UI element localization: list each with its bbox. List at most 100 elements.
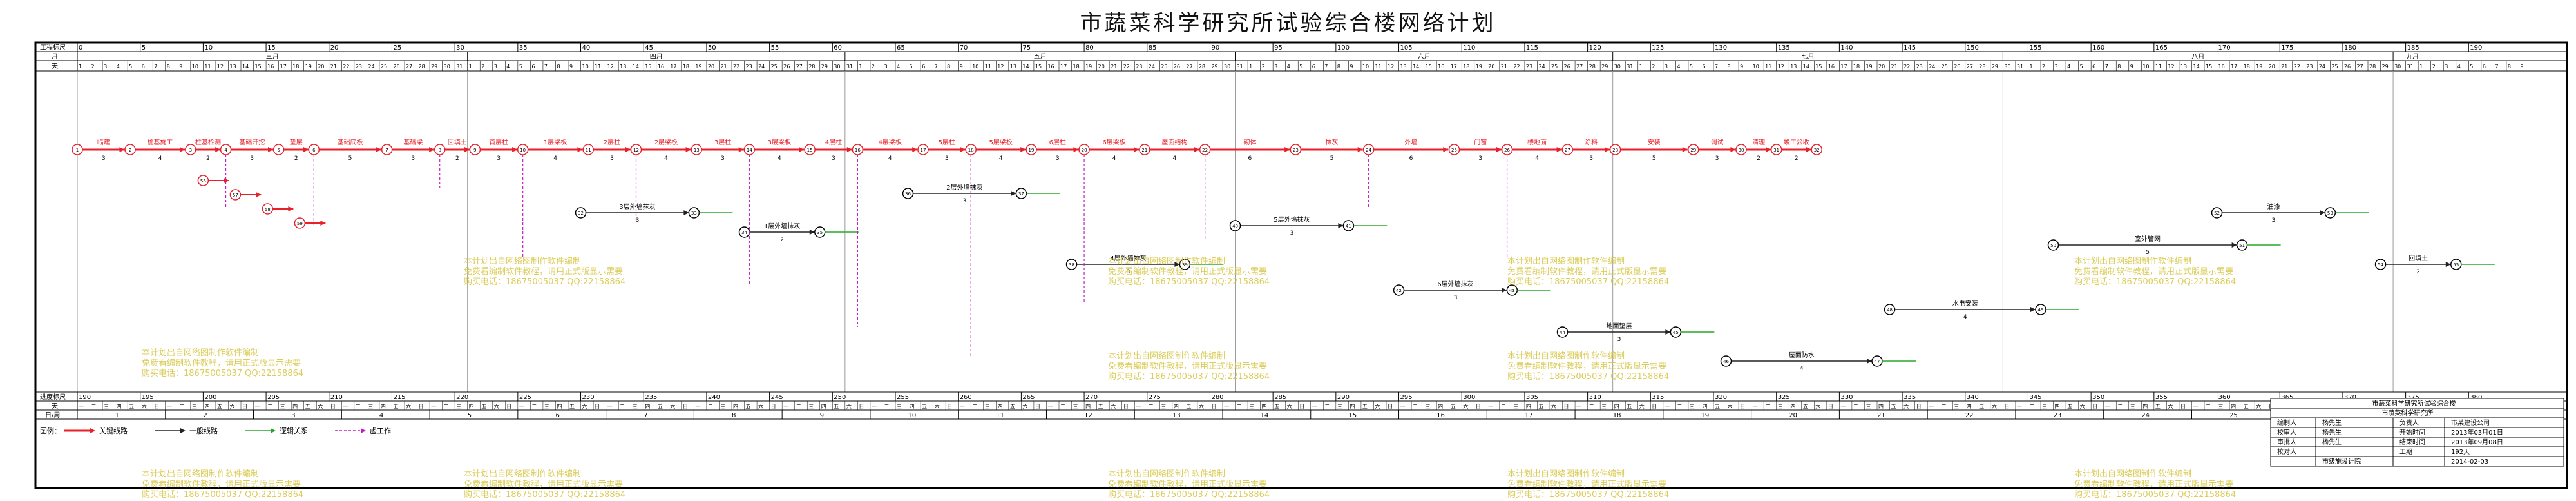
footer-day-label: 四 [292,404,298,409]
footer-day-label: 二 [1149,404,1154,409]
footer-day-label: 四 [1614,404,1619,409]
footer-day-label: 五 [2067,404,2072,409]
footer-day-label: 三 [808,404,814,409]
activity-label: 临建 [97,138,110,146]
day-label: 24 [758,64,765,70]
footer-day-label: 二 [2029,404,2034,409]
day-label: 11 [595,64,601,70]
footer-day-label: 二 [267,404,272,409]
activity-label: 抹灰 [1325,138,1338,146]
info-key: 编制人 [2277,418,2296,427]
footer-day-label: 一 [695,404,700,409]
footer-day-label: 五 [1538,404,1543,409]
activity-duration: 3 [1589,155,1593,162]
day-label: 15 [2206,64,2212,70]
day-label: 12 [1778,64,1784,70]
footer-day-label: 四 [821,404,826,409]
day-label: 29 [1211,64,1217,70]
scale-tick-label: 25 [393,44,401,52]
day-label: 30 [1224,64,1230,70]
footer-day-label: 六 [494,403,499,409]
week-label: 10 [908,412,917,419]
watermark-text: 本计划出自网络图制作软件编制免费看编制软件教程，请用正式版显示需要购买电话：18… [464,257,626,287]
footer-tick-label: 365 [2281,394,2293,401]
week-label: 8 [732,412,736,419]
network-node [1609,144,1621,155]
footer-day-label: 日 [1035,404,1040,409]
day-label: 8 [167,64,170,70]
day-label: 16 [267,64,274,70]
node-number: 32 [1814,148,1820,153]
activity-duration: 2 [455,155,459,162]
day-label: 29 [431,64,437,70]
network-node [1026,144,1037,155]
day-label: 30 [834,64,840,70]
node-number: 7 [385,148,388,153]
footer-day-label: 四 [1790,404,1795,409]
day-label: 9 [2130,64,2133,70]
week-label: 15 [1348,412,1357,419]
activity-duration: 3 [1454,295,1458,301]
footer-day-label: 六 [2080,403,2085,409]
day-label: 9 [179,64,182,70]
footer-day-label: 日 [683,404,688,409]
footer-day-label: 一 [1840,404,1846,409]
day-label: 7 [2495,64,2498,70]
footer-day-label: 日 [154,404,159,409]
week-label: 22 [1965,412,1974,419]
day-label: 14 [1022,64,1029,70]
week-label: 23 [2054,412,2062,419]
footer-day-label: 三 [2218,404,2224,409]
network-node [469,144,481,155]
day-label: 29 [821,64,828,70]
day-label: 12 [217,64,224,70]
activity-label: 外墙 [1404,138,1417,146]
arrow-head [256,192,262,197]
activity-label: 安装 [1648,138,1661,146]
arrow-head [1284,147,1290,152]
week-label: 9 [820,412,824,419]
day-label: 17 [280,64,287,70]
activity-duration: 3 [1127,269,1131,275]
week-label: 4 [379,412,383,419]
footer-day-label: 二 [2117,404,2123,409]
footer-day-label: 六 [142,403,147,409]
activity-label: 基础底板 [337,138,363,146]
footer-day-label: 二 [1589,404,1594,409]
day-label: 24 [368,64,374,70]
activity-duration: 4 [1800,366,1804,372]
footer-day-label: 三 [985,404,990,409]
activity-duration: 4 [1535,155,1539,162]
day-label: 17 [1451,64,1457,70]
footer-day-label: 一 [1312,404,1317,409]
scale-tick-label: 15 [267,44,276,52]
footer-day-label: 五 [2155,404,2161,409]
day-label: 1 [2419,64,2423,70]
info-key: 校审人 [2277,428,2296,437]
day-label: 4 [1287,64,1290,70]
footer-day-label: 一 [1047,404,1053,409]
day-label: 1 [1249,64,1252,70]
activity-duration: 3 [832,155,835,162]
activity-duration: 3 [610,155,614,162]
node-number: 9 [473,148,476,153]
footer-tick-label: 275 [1149,394,1161,401]
day-label: 18 [1463,64,1469,70]
footer-day-label: 一 [519,404,524,409]
scale-tick-label: 175 [2281,44,2293,52]
footer-day-label: 一 [783,404,788,409]
day-label: 8 [947,64,950,70]
footer-day-label: 六 [582,403,587,409]
node-number: 21 [1141,148,1147,153]
arrow-head [1867,359,1872,364]
footer-day-label: 三 [2042,404,2047,409]
legend-label: 图例： [40,426,61,435]
arrow-head [1073,147,1079,152]
activity-duration: 4 [778,155,781,162]
footer-day-label: 四 [1967,404,1972,409]
footer-day-label: 四 [1085,404,1091,409]
day-label: 24 [1538,64,1545,70]
day-label: 13 [620,64,626,70]
day-label: 9 [1740,64,1743,70]
network-node [1884,304,1896,315]
